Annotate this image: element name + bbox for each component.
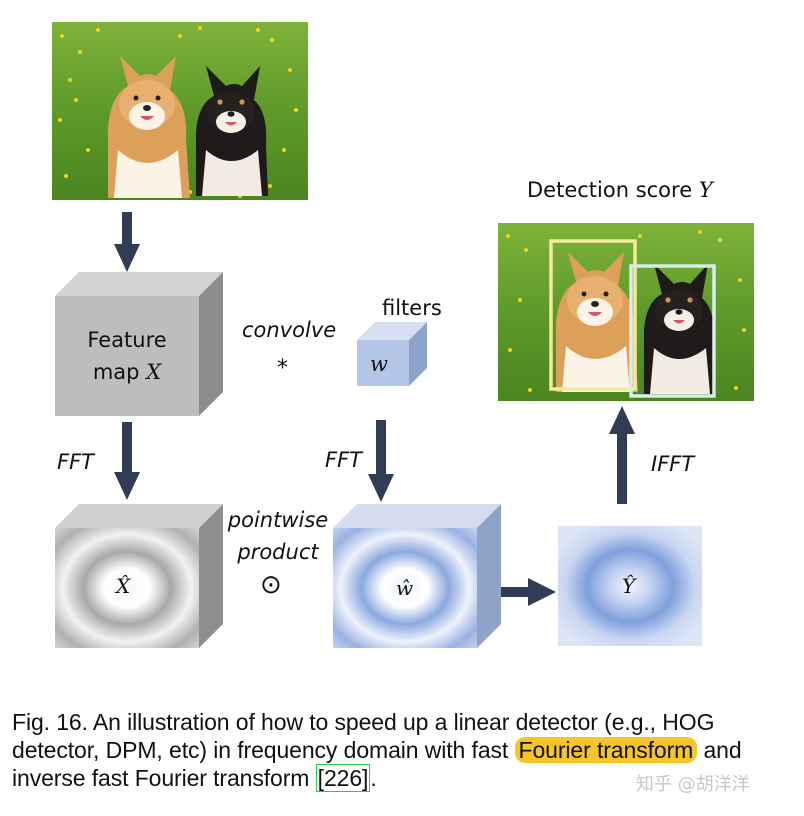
xhat-label: X̂ [116,574,130,598]
caption-line-2: detector, DPM, etc) in frequency domain … [12,736,796,764]
watermark: 知乎 @胡洋洋 [636,770,750,796]
what-cube [333,504,501,648]
detection-score-title: Detection score Y [527,178,713,202]
convolve-symbol: * [277,356,288,381]
fft-mid-label: FFT [325,448,362,472]
detection-photo [498,223,754,401]
arrow-fft-left [114,422,140,500]
caption-highlight: Fourier transform [515,737,698,763]
input-photo [52,22,308,200]
yhat-label: Ŷ [622,574,635,598]
filter-w-cube [357,322,427,386]
pointwise-product-label: pointwise product [222,504,334,568]
arrow-photo-to-feature [114,212,140,272]
arrow-fft-mid [368,420,394,502]
citation-link[interactable]: [226] [316,764,371,792]
filter-w-label: w [370,352,388,376]
arrow-ifft-up [609,406,635,504]
ifft-label: IFFT [651,452,694,476]
odot-symbol: ⊙ [260,570,282,600]
filters-label: filters [382,296,442,320]
what-label: ŵ [396,576,413,600]
xhat-cube [55,504,223,648]
feature-map-label: Feature map X [55,324,199,388]
fft-left-label: FFT [57,450,94,474]
convolve-label: convolve [242,318,336,342]
caption-line-1: Fig. 16. An illustration of how to speed… [12,708,796,736]
